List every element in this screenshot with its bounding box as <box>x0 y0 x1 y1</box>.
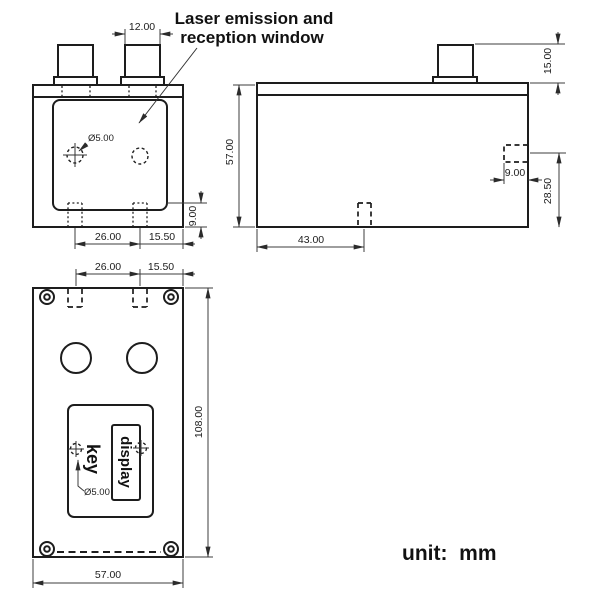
side-body <box>256 82 529 228</box>
reception-hole <box>131 147 149 165</box>
annotation-line1: Laser emission and <box>175 9 334 28</box>
dim-label-12: 12.00 <box>129 21 155 33</box>
unit-note: unit: mm <box>402 542 497 565</box>
key-label: key <box>83 444 103 474</box>
side-knob <box>432 44 478 85</box>
front-knob-left <box>53 44 98 86</box>
front-view: 12.00 Ø5.00 9.00 26.00 15.50 <box>32 21 207 249</box>
dim-label-15: 15.00 <box>542 48 554 74</box>
top-hidden-slots <box>67 289 148 308</box>
dim-label-26-top: 26.00 <box>95 261 121 273</box>
side-hidden-slot-right <box>503 144 528 163</box>
top-view: display key Ø5.00 26.00 15.50 <box>32 261 213 588</box>
dim-front-hole-diameter: Ø5.00 <box>78 133 114 152</box>
dim-label-285: 28.50 <box>542 178 554 204</box>
corner-screws <box>39 289 179 557</box>
emission-hole <box>63 143 87 167</box>
dim-top-body-width: 57.00 <box>32 559 184 588</box>
dim-side-slot-to-base: 28.50 <box>530 152 566 228</box>
dim-side-slot-width: 9.00 <box>490 163 542 184</box>
display-window <box>111 424 141 501</box>
dim-top-slots: 26.00 15.50 <box>75 261 195 286</box>
screw-bottom-left <box>39 541 55 557</box>
dim-top-body-length: 108.00 <box>185 287 213 558</box>
screw-top-right <box>163 289 179 305</box>
annotation-leader-line <box>138 47 198 124</box>
dim-top-hole-diameter: Ø5.00 <box>75 459 110 498</box>
dim-label-57-side: 57.00 <box>224 139 236 165</box>
side-view: 15.00 57.00 9.00 28.50 43.00 <box>224 32 566 252</box>
knob-hole-left <box>60 342 92 374</box>
dim-label-26-front: 26.00 <box>95 231 121 243</box>
dim-label-155-top: 15.50 <box>148 261 174 273</box>
screw-top-left <box>39 289 55 305</box>
dim-side-slot-position: 43.00 <box>256 229 365 252</box>
dim-label-hole-front: Ø5.00 <box>88 133 114 144</box>
dim-label-hole-top: Ø5.00 <box>84 487 110 498</box>
front-hidden-knob-lines <box>61 86 157 96</box>
dim-front-bottom: 26.00 15.50 <box>74 228 195 249</box>
dim-label-9-side: 9.00 <box>505 167 526 179</box>
dim-label-155-front: 15.50 <box>149 231 175 243</box>
side-hidden-slot-bottom <box>357 202 372 227</box>
dim-label-9-front: 9.00 <box>187 206 199 227</box>
dim-front-knob-width: 12.00 <box>112 21 173 44</box>
dim-front-window-to-base: 9.00 <box>167 191 207 239</box>
dim-side-body-height: 57.00 <box>224 84 255 228</box>
screw-bottom-right <box>163 541 179 557</box>
laser-window <box>52 99 168 211</box>
front-knob-right <box>120 44 165 86</box>
dim-label-43: 43.00 <box>298 234 324 246</box>
annotation-laser-window: Laser emission and reception window <box>138 9 334 124</box>
knob-hole-right <box>126 342 158 374</box>
annotation-line2: reception window <box>180 28 324 47</box>
dim-label-57-top: 57.00 <box>95 569 121 581</box>
display-label: display <box>117 436 134 488</box>
panel-hole-right <box>133 440 149 456</box>
dim-side-knob-height: 15.00 <box>475 32 565 95</box>
panel-hole-left <box>68 441 84 457</box>
dim-label-108: 108.00 <box>193 406 205 438</box>
